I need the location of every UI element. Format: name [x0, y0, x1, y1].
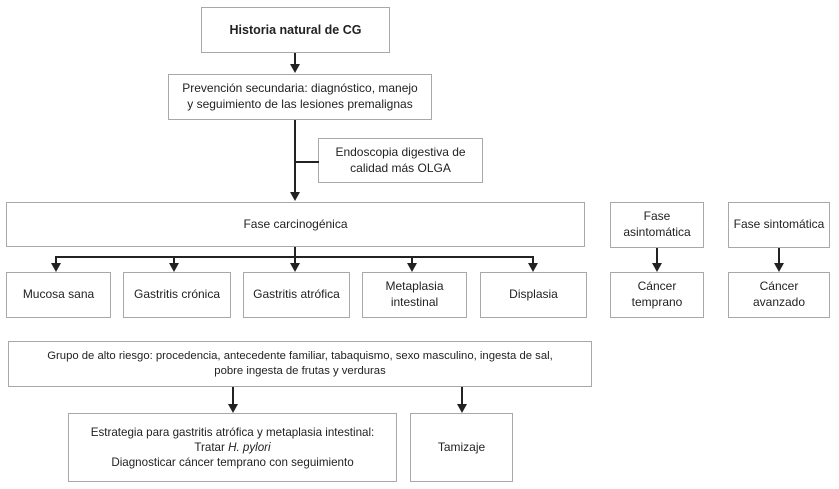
node-gastritis-atrofica-label: Gastritis atrófica [253, 287, 340, 302]
node-displasia-label: Displasia [509, 287, 558, 302]
node-mucosa-sana: Mucosa sana [6, 272, 111, 318]
arrow-down-icon [290, 192, 300, 201]
arrow-down-icon [290, 64, 300, 73]
node-gastritis-cronica: Gastritis crónica [123, 272, 231, 318]
node-prevencion-secundaria: Prevención secundaria: diagnóstico, mane… [168, 74, 432, 120]
node-fase-carcinogenica-label: Fase carcinogénica [243, 216, 348, 231]
connector-fase-stub [294, 247, 296, 257]
connector-branch-endoscopia [295, 161, 319, 163]
node-fase-asintomatica: Fase asintomática [610, 202, 704, 248]
node-gastritis-cronica-label: Gastritis crónica [133, 287, 221, 302]
connector-drop-atrofica [294, 256, 296, 264]
connector-drop-displasia [532, 256, 534, 264]
node-endoscopia-olga: Endoscopia digestiva de calidad más OLGA [318, 138, 483, 183]
connector-sintomatica-avanzado [778, 248, 780, 264]
connector-grupo-tamizaje [461, 387, 463, 405]
arrow-down-icon [457, 404, 467, 413]
node-grupo-alto-riesgo: Grupo de alto riesgo: procedencia, antec… [8, 341, 592, 387]
node-fase-asintomatica-label: Fase asintomática [623, 209, 691, 239]
node-metaplasia-intestinal-label: Metaplasia intestinal [385, 279, 444, 309]
node-historia-natural: Historia natural de CG [201, 7, 390, 53]
node-endoscopia-olga-label: Endoscopia digestiva de calidad más OLGA [335, 144, 466, 175]
node-metaplasia-intestinal: Metaplasia intestinal [362, 272, 467, 318]
node-fase-sintomatica: Fase sintomática [728, 202, 830, 248]
node-mucosa-sana-label: Mucosa sana [22, 287, 95, 302]
arrow-down-icon [169, 263, 179, 272]
node-fase-sintomatica-label: Fase sintomática [733, 217, 825, 232]
arrow-down-icon [652, 263, 662, 272]
node-gastritis-atrofica: Gastritis atrófica [243, 272, 350, 318]
arrow-down-icon [528, 263, 538, 272]
connector-prevencion-fase [294, 120, 296, 193]
connector-grupo-estrategia [232, 387, 234, 405]
node-cancer-temprano: Cáncer temprano [610, 272, 704, 318]
node-estrategia-tratamiento-label: Estrategia para gastritis atrófica y met… [90, 425, 375, 470]
node-cancer-avanzado-label: Cáncer avanzado [752, 279, 806, 309]
connector-drop-cronica [173, 256, 175, 264]
node-cancer-temprano-label: Cáncer temprano [631, 279, 683, 309]
connector-drop-mucosa [55, 256, 57, 264]
node-displasia: Displasia [480, 272, 587, 318]
node-fase-carcinogenica: Fase carcinogénica [6, 202, 585, 247]
arrow-down-icon [774, 263, 784, 272]
connector-drop-metaplasia [411, 256, 413, 264]
node-prevencion-secundaria-label: Prevención secundaria: diagnóstico, mane… [182, 81, 418, 111]
node-tamizaje-label: Tamizaje [437, 439, 486, 454]
node-cancer-avanzado: Cáncer avanzado [728, 272, 830, 318]
arrow-down-icon [51, 263, 61, 272]
node-grupo-alto-riesgo-label: Grupo de alto riesgo: procedencia, antec… [47, 350, 553, 377]
connector-historia-prevencion [294, 53, 296, 65]
arrow-down-icon [290, 263, 300, 272]
node-estrategia-tratamiento: Estrategia para gastritis atrófica y met… [68, 413, 397, 482]
h-pylori-italic: H. pylori [228, 440, 271, 454]
arrow-down-icon [228, 404, 238, 413]
node-tamizaje: Tamizaje [410, 413, 513, 482]
connector-asintomatica-temprano [656, 248, 658, 264]
arrow-down-icon [407, 263, 417, 272]
node-historia-natural-label: Historia natural de CG [229, 22, 362, 37]
